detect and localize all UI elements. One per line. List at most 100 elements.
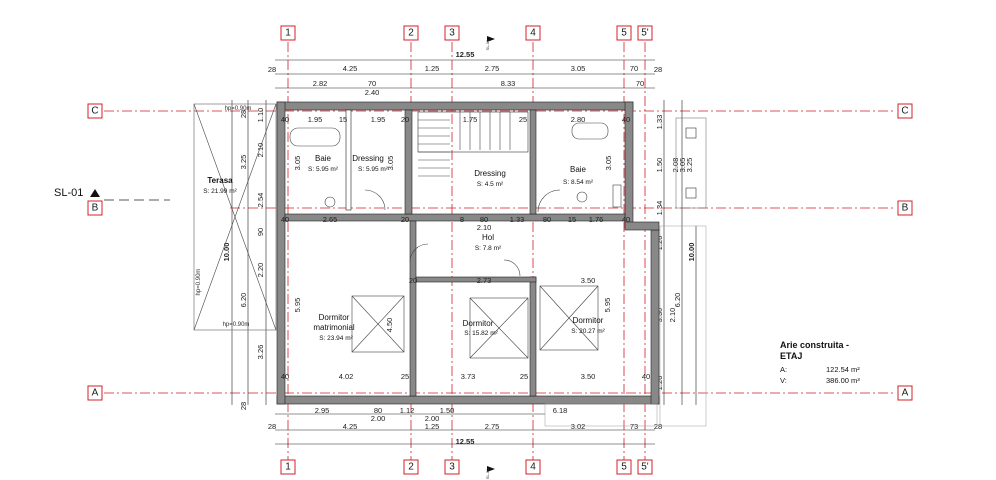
- dim-right-inner-3: 3.30: [655, 308, 664, 323]
- section-mark: SL-01 SL-01 SL-01: [54, 36, 495, 479]
- section-label: SL-01: [54, 187, 83, 199]
- int-dim-17: 1.33: [510, 215, 525, 224]
- dim-bot-r1-4: 6.18: [553, 406, 568, 415]
- stats-title-1: Arie construita -: [780, 340, 849, 350]
- dim-left-outer-0: 3.25: [239, 155, 248, 170]
- dim-left-outer-3: 3.26: [256, 345, 265, 360]
- axis-label-3: 3: [449, 28, 455, 39]
- room-terasa-area: S: 21.99 m²: [203, 188, 237, 195]
- room-dormitor-m-name: Dormitor: [319, 313, 350, 322]
- room-dressing2-name: Dressing: [474, 169, 506, 178]
- dim-top-r2-1: 70: [368, 79, 376, 88]
- axis-label-5p-bottom: 5': [641, 462, 649, 473]
- dim-top-r1-1: 4.25: [343, 64, 358, 73]
- int-dim-32: 3.73: [461, 372, 476, 381]
- room-dressing1-name: Dressing: [352, 154, 384, 163]
- stats-v-value: 386.00 m³: [826, 376, 860, 385]
- room-dressing1-area: S: 5.95 m²: [358, 166, 389, 173]
- room-dormitor2-name: Dormitor: [463, 319, 494, 328]
- axis-markers-top: 1 2 3 4 5 5': [280, 25, 653, 41]
- dim-right-outer-2: 1.34: [655, 201, 664, 216]
- int-dim-15: 8: [460, 215, 464, 224]
- dim-bot-r2-6: 28: [654, 422, 662, 431]
- dim-left-outer-2: 6.20: [239, 293, 248, 308]
- room-dormitor-m-name2: matrimonial: [313, 323, 355, 332]
- dim-right-outer-4: 6.20: [673, 293, 682, 308]
- room-baie2-name: Baie: [570, 165, 587, 174]
- int-dim-0: 40: [281, 115, 289, 124]
- int-dim-29: 40: [281, 372, 289, 381]
- sink-icon: [612, 184, 622, 208]
- int-dim-24: 2.73: [477, 276, 492, 285]
- int-dim-14: 20: [401, 215, 409, 224]
- dim-left-total: 10.00: [222, 243, 231, 262]
- room-labels: Baie S: 5.95 m² Dressing S: 5.95 m² Dres…: [308, 154, 606, 342]
- int-dim-12: 40: [281, 215, 289, 224]
- axis-label-a-left: A: [92, 388, 99, 399]
- dim-left-inner-1: 1.10: [256, 108, 265, 123]
- int-dim-28: 5.95: [603, 298, 612, 313]
- dimension-chain-top: 12.55 28 4.25 1.25 2.75 3.05 70 28 2.82 …: [268, 50, 662, 97]
- parapet-note-2: hp=0.90m: [196, 269, 202, 296]
- int-dim-4: 20: [401, 115, 409, 124]
- dim-right-inner-2: 3.25: [685, 158, 694, 173]
- dim-right-outer-0: 1.33: [655, 115, 664, 130]
- dim-right-inner-0: 2.08: [671, 158, 680, 173]
- room-dormitor2-area: S: 15.82 m²: [464, 330, 498, 337]
- dim-top-r1-5: 70: [630, 64, 638, 73]
- bed-icon-1: [351, 295, 405, 353]
- int-dim-21: 40: [622, 215, 630, 224]
- dim-right-outer-1: 1.50: [655, 158, 664, 173]
- room-dormitor3-area: S: 20.27 m²: [571, 328, 605, 335]
- int-dim-34: 3.50: [581, 372, 596, 381]
- dim-left-inner-0: 28: [239, 110, 248, 118]
- int-dim-27: 4.50: [385, 318, 394, 333]
- dim-top-r2-3: 70: [636, 79, 644, 88]
- axis-label-4: 4: [530, 28, 536, 39]
- staircase: [417, 111, 529, 177]
- dim-bot-r1b-0: 2.00: [371, 414, 386, 423]
- axis-markers-sides: C B A C B A: [87, 103, 913, 401]
- dim-left-inner-2: 2.10: [256, 143, 265, 158]
- int-dim-19: 15: [568, 215, 576, 224]
- right-balcony: [544, 117, 707, 427]
- dim-top-r1-2: 1.25: [425, 64, 440, 73]
- interior-dimensions: 40 1.95 15 1.95 20 1.75 25 2.80 40 3.05 …: [281, 115, 650, 381]
- axis-label-1-bottom: 1: [285, 462, 291, 473]
- axis-label-b-right: B: [902, 203, 909, 214]
- room-baie1-name: Baie: [315, 154, 332, 163]
- int-dim-10: 3.05: [386, 156, 395, 171]
- parapet-note-1: hp=0.90m: [225, 106, 252, 112]
- stats-a-value: 122.54 m²: [826, 365, 860, 374]
- int-dim-2: 15: [339, 115, 347, 124]
- room-baie2-area: S: 8.54 m²: [563, 179, 594, 186]
- bed-icon-2: [469, 297, 529, 359]
- doors: [364, 189, 561, 277]
- room-terasa-name: Terasa: [207, 176, 233, 185]
- int-dim-3: 1.95: [371, 115, 386, 124]
- int-dim-26: 5.95: [293, 298, 302, 313]
- axis-label-5-bottom: 5: [621, 462, 627, 473]
- int-dim-31: 25: [401, 372, 409, 381]
- parapet-note-3: hp=0.90m: [223, 322, 250, 328]
- area-stats: Arie construita - ETAJ A: 122.54 m² V: 3…: [780, 340, 860, 385]
- axis-label-5p: 5': [641, 28, 649, 39]
- axis-label-2-bottom: 2: [408, 462, 414, 473]
- door-swing-2: [537, 189, 561, 213]
- door-swing-1: [364, 189, 386, 211]
- terrace-outline: Terasa S: 21.99 m² hp=0.90m hp=0.90m hp=…: [193, 103, 277, 331]
- dim-top-r1-0: 28: [268, 65, 276, 74]
- int-dim-6: 25: [519, 115, 527, 124]
- toilet-icon-2: [576, 191, 588, 203]
- axis-label-3-bottom: 3: [449, 462, 455, 473]
- int-dim-7: 2.80: [571, 115, 586, 124]
- bathtub-icon-2: [571, 122, 609, 140]
- dim-bot-r1-3: 1.50: [440, 406, 455, 415]
- int-dim-16: 80: [480, 215, 488, 224]
- outer-walls: [276, 101, 660, 405]
- bathtub-icon: [289, 127, 341, 147]
- section-arrow-bottom: [487, 466, 495, 472]
- axis-label-a-right: A: [902, 388, 909, 399]
- dim-top-r2-0: 2.82: [313, 79, 328, 88]
